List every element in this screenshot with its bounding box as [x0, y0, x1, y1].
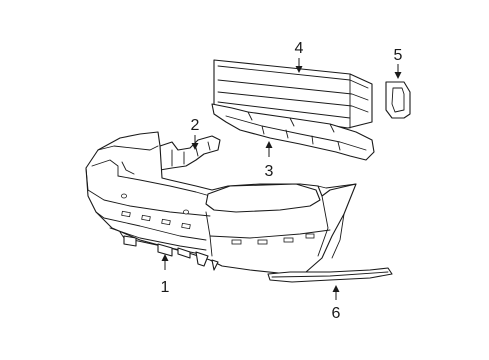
energy-absorber: [211, 103, 375, 161]
leader-3: [265, 141, 273, 157]
callout-5: 5: [394, 47, 403, 64]
leader-5: [394, 64, 402, 79]
reinforcement-beam: [213, 59, 373, 129]
side-bracket: [159, 135, 221, 171]
callout-1: 1: [161, 279, 170, 296]
leader-4: [295, 58, 303, 73]
callout-3: 3: [265, 163, 274, 180]
callout-6: 6: [332, 305, 341, 322]
leader-2: [191, 135, 199, 150]
leader-6: [332, 285, 340, 300]
callout-2: 2: [191, 117, 200, 134]
callout-4: 4: [295, 40, 304, 57]
bumper-molding: [267, 267, 393, 283]
bumper-cover: [85, 131, 357, 275]
leader-1: [161, 254, 169, 270]
bracket-grommet: [385, 81, 411, 119]
